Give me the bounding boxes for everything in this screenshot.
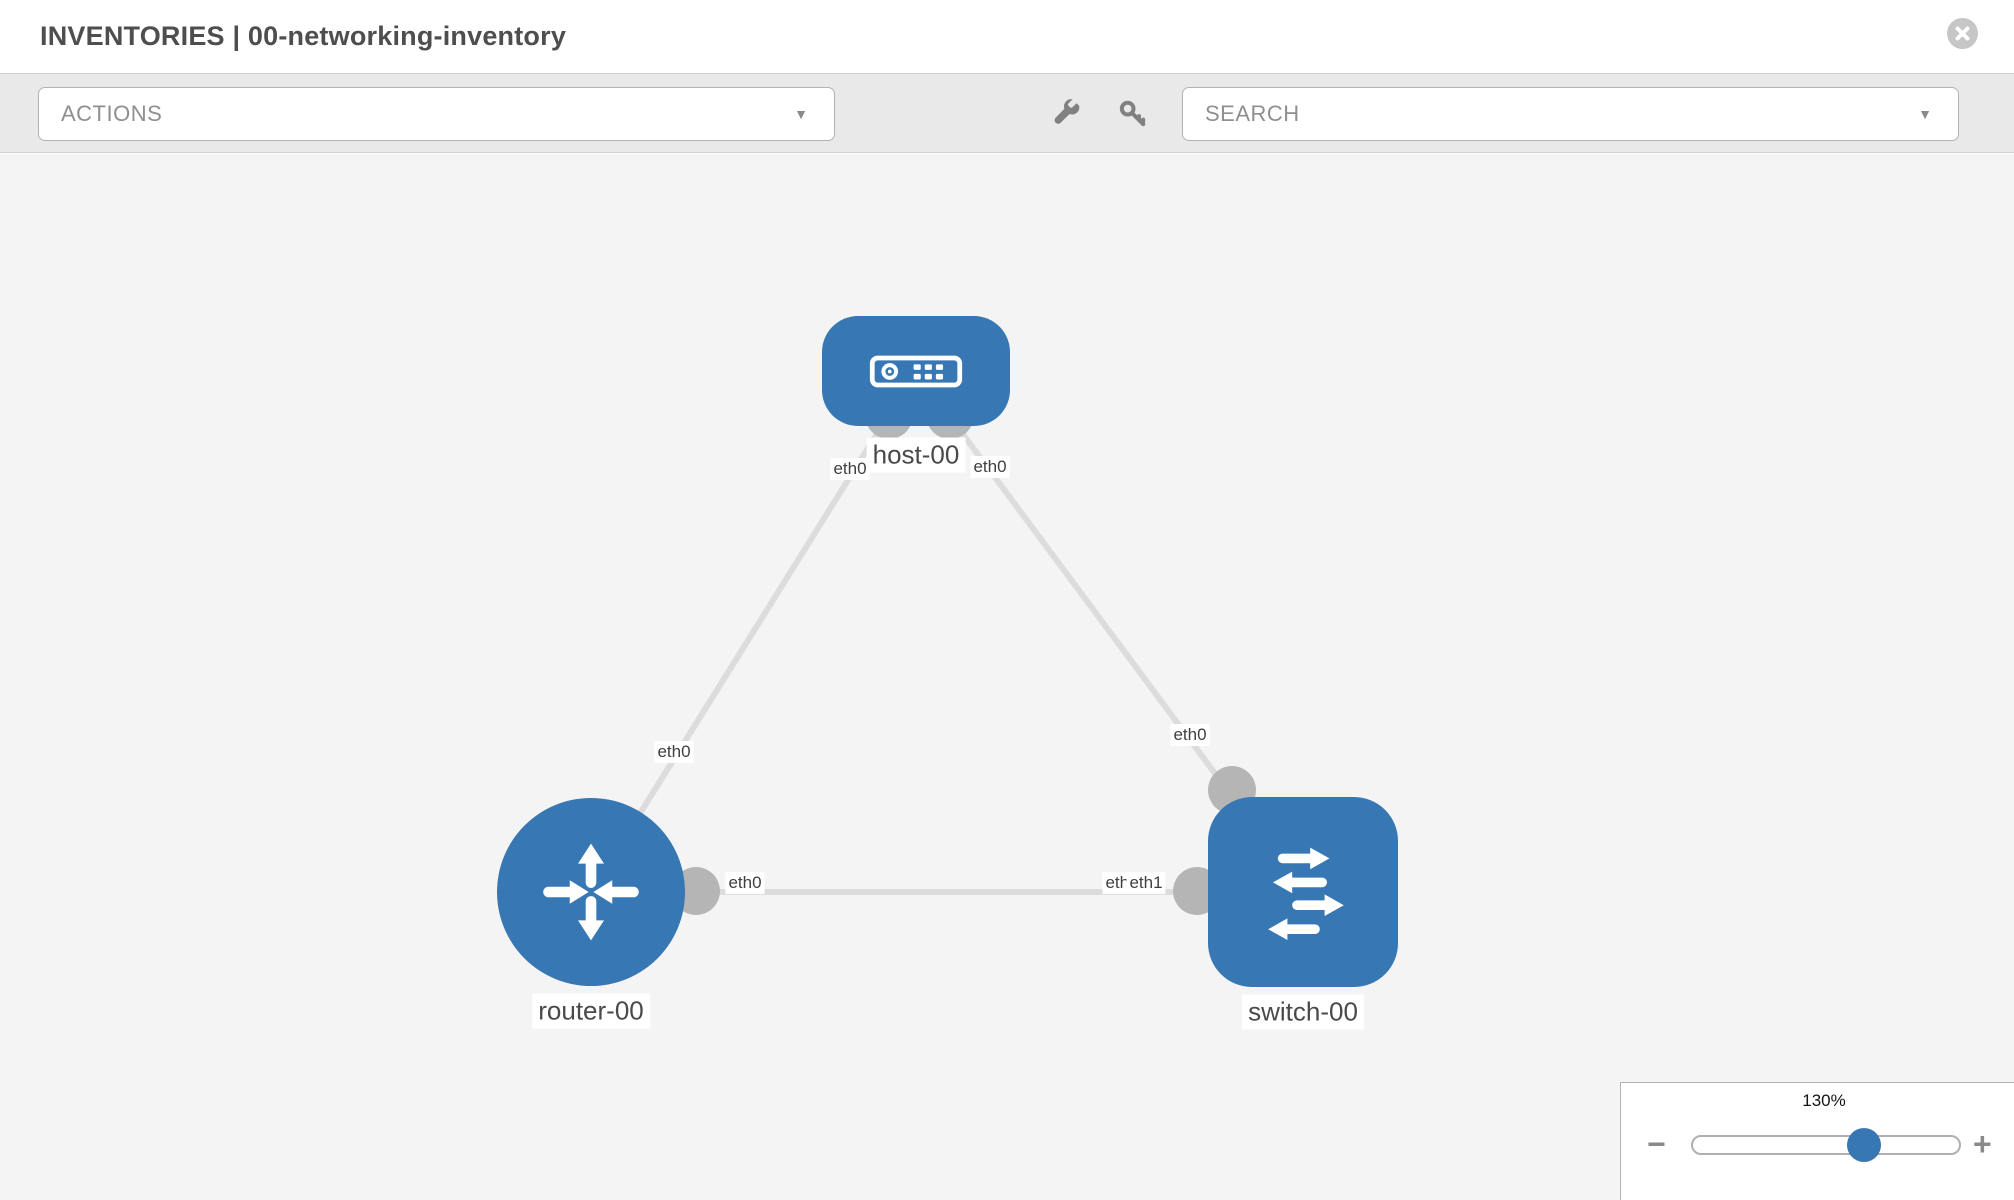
chevron-down-icon: ▼ (1918, 106, 1932, 122)
host-icon (868, 354, 964, 389)
actions-dropdown-label: ACTIONS (61, 101, 163, 126)
header: INVENTORIES | 00-networking-inventory (0, 0, 2014, 73)
zoom-level-value: 130% (1802, 1091, 1846, 1110)
interface-label: eth0 (725, 872, 765, 894)
close-button[interactable] (1947, 18, 1978, 49)
search-dropdown[interactable]: SEARCH ▼ (1182, 87, 1959, 141)
page-title: INVENTORIES | 00-networking-inventory (40, 21, 567, 51)
key-icon[interactable] (1117, 98, 1149, 130)
links-layer (588, 369, 1306, 915)
chevron-down-icon: ▼ (794, 106, 808, 122)
node-router-00[interactable] (497, 798, 685, 986)
node-label-host-00: host-00 (866, 437, 966, 473)
wrench-icon[interactable] (1050, 98, 1082, 130)
search-placeholder: SEARCH (1205, 101, 1300, 126)
node-label-switch-00: switch-00 (1242, 994, 1364, 1030)
interface-label: eth0 (970, 456, 1010, 478)
interface-label: eth0 (830, 458, 870, 480)
link-host-00-router-00 (588, 369, 919, 894)
topology-canvas[interactable]: 130% − + host-00 router-00 switch-00 eth0 et… (0, 154, 2014, 1200)
interface-label: eth1 (1126, 872, 1166, 894)
node-host-00[interactable] (822, 316, 1010, 426)
interface-label: eth0 (1170, 724, 1210, 746)
router-arrows-icon (532, 833, 650, 951)
zoom-widget: 130% − + (1620, 1082, 2014, 1200)
zoom-slider-handle[interactable] (1846, 1128, 1881, 1162)
node-label-router-00: router-00 (532, 993, 650, 1029)
close-icon (1955, 26, 1970, 41)
toolbar: ACTIONS ▼ SEARCH ▼ (0, 73, 2014, 153)
zoom-in-button[interactable]: + (1973, 1126, 1992, 1162)
zoom-slider-track[interactable] (1691, 1135, 1961, 1155)
actions-dropdown[interactable]: ACTIONS ▼ (38, 87, 835, 141)
zoom-out-button[interactable]: − (1647, 1126, 1666, 1162)
switch-arrows-icon (1243, 832, 1363, 952)
node-switch-00[interactable] (1208, 797, 1398, 987)
interface-label: eth0 (654, 741, 694, 763)
